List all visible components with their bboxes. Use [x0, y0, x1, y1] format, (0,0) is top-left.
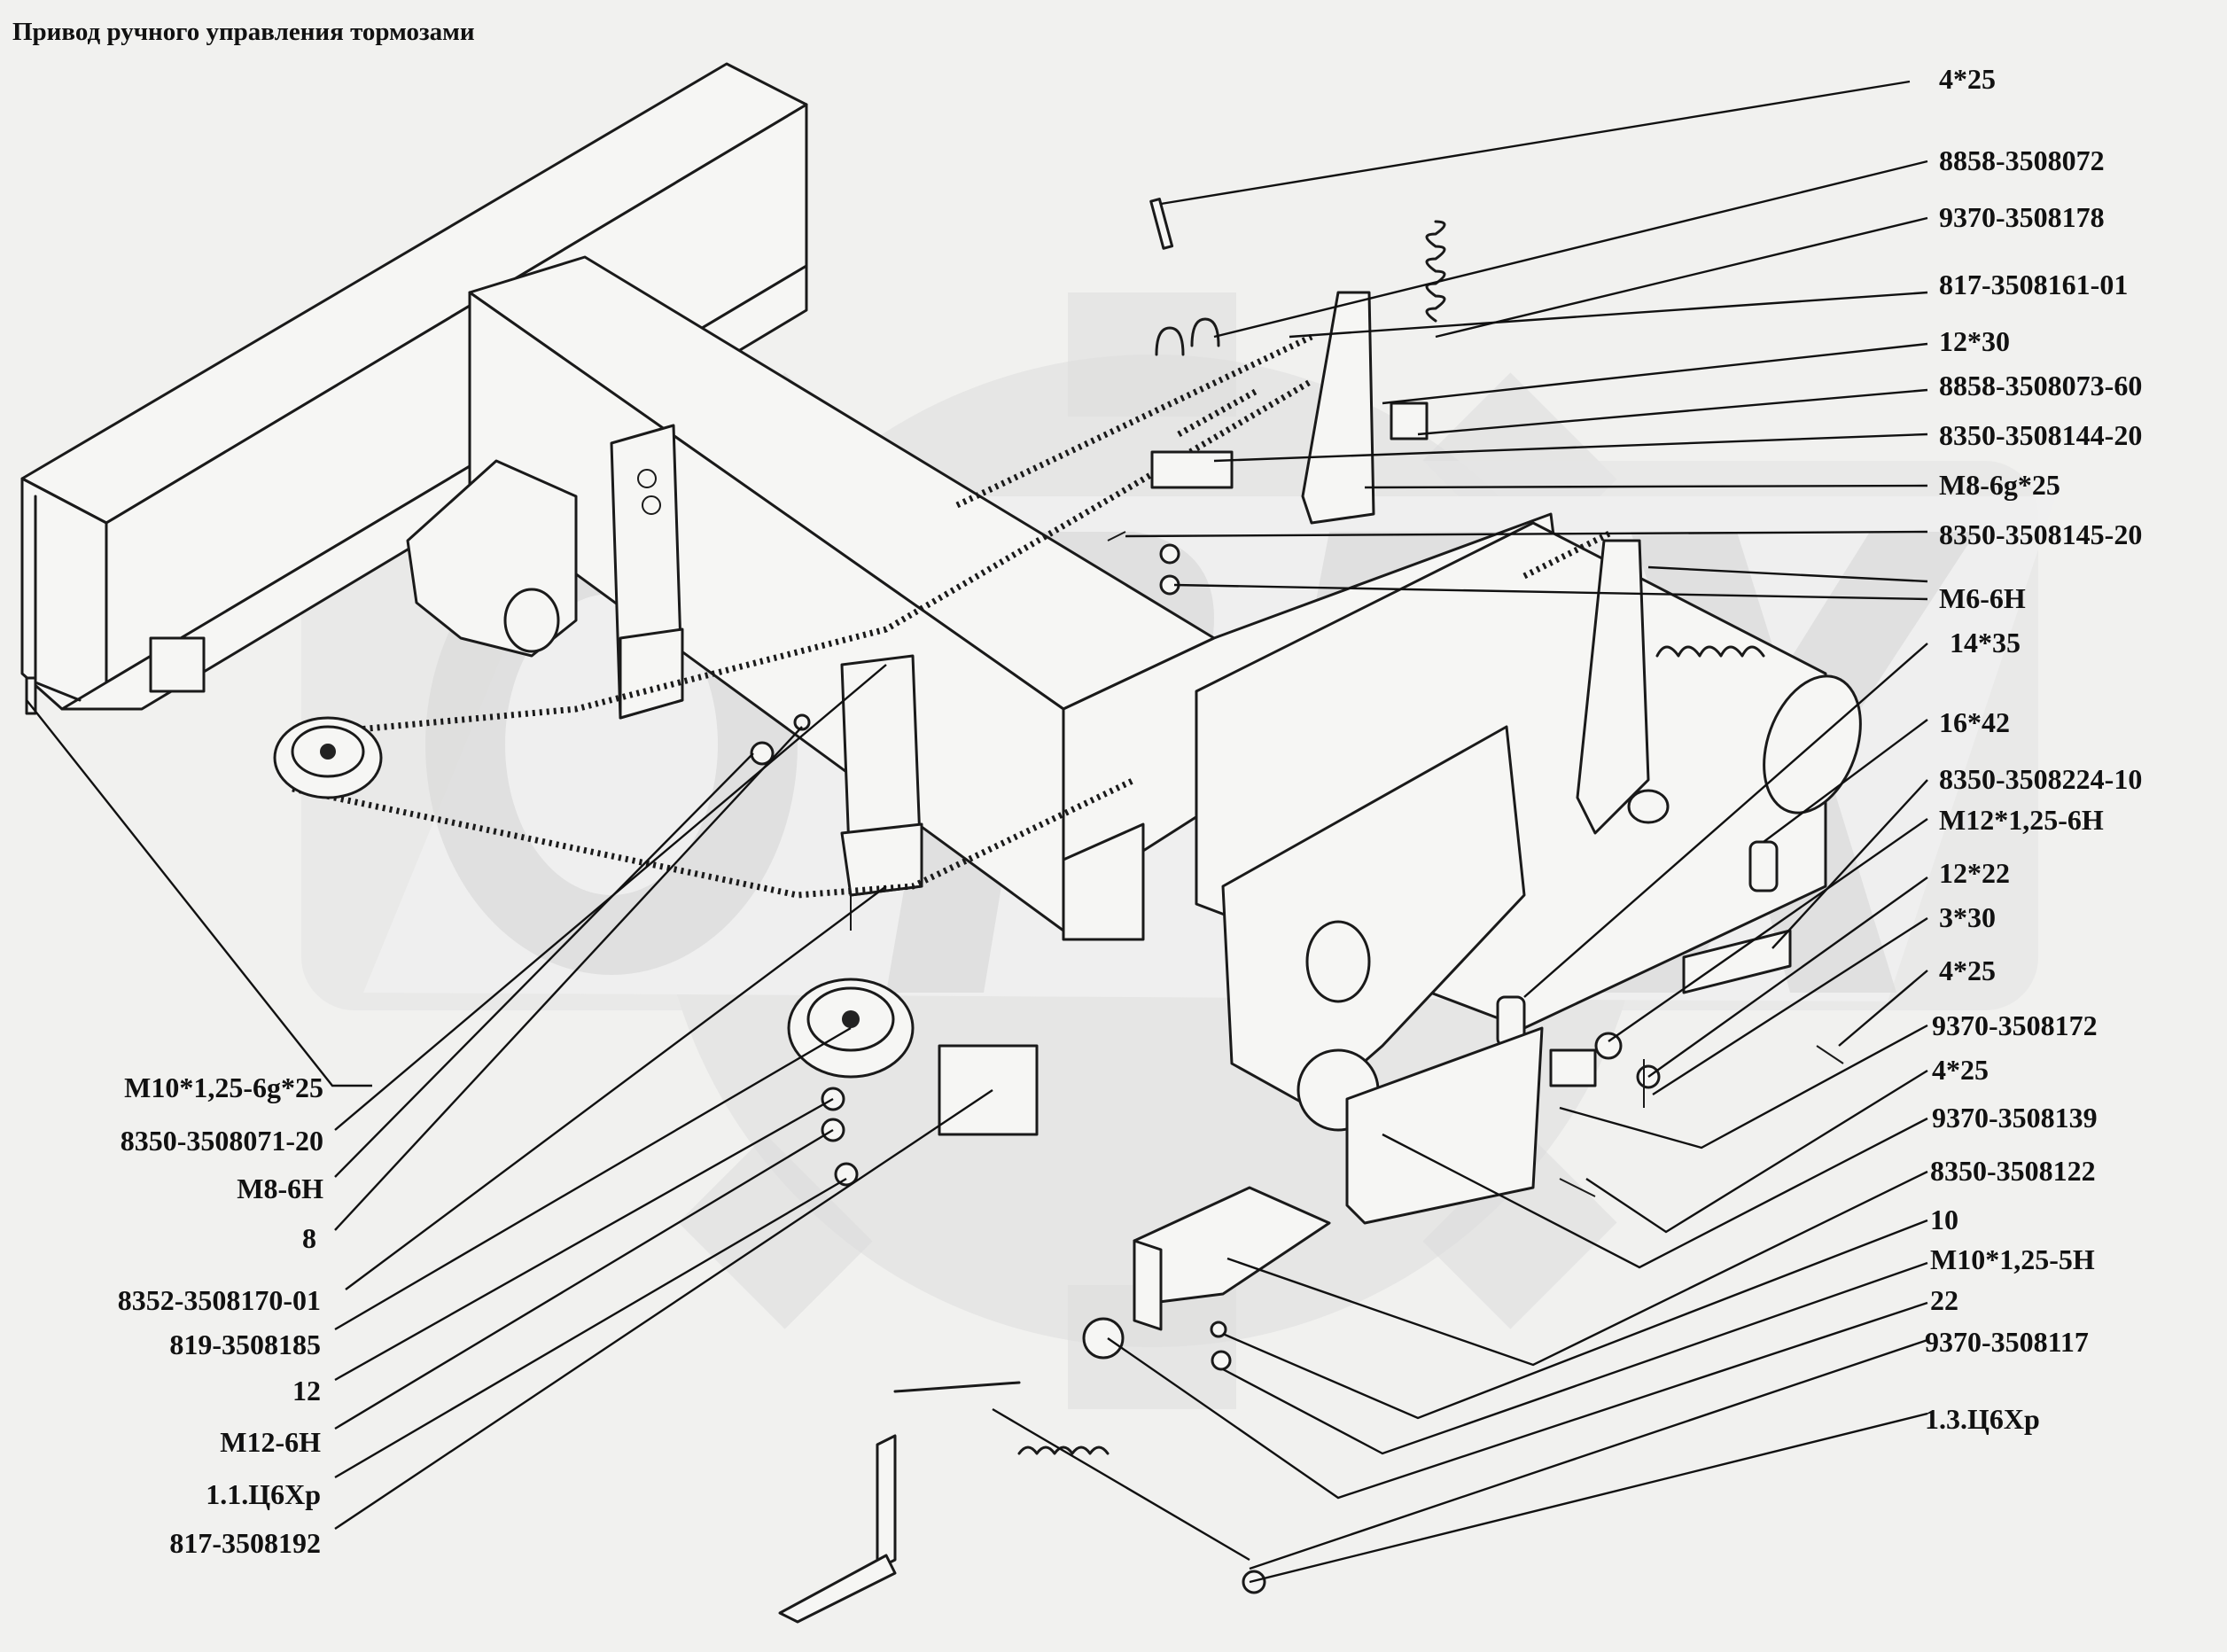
- hand-crank: [778, 1381, 1021, 1624]
- callout-label: 817-3508161-01: [1939, 269, 2128, 300]
- pulley-left: [273, 716, 383, 799]
- callout-label: M12*1,25-6H: [1939, 804, 2104, 836]
- callout-label: 8350-3508122: [1930, 1155, 2096, 1187]
- callout-label: 8350-3508145-20: [1939, 518, 2142, 550]
- callout-label: 9370-3508178: [1939, 201, 2105, 233]
- callout-label: 8350-3508224-10: [1939, 763, 2142, 795]
- callout-label: 4*25: [1939, 63, 1996, 95]
- callout-label: 22: [1930, 1284, 1958, 1316]
- callout-label: 8858-3508072: [1939, 144, 2105, 176]
- callout-label: 3*30: [1939, 901, 1996, 933]
- lever-arm-right: [1576, 539, 1670, 835]
- callout-label: M8-6H: [237, 1173, 323, 1204]
- callout-label: 10: [1930, 1204, 1958, 1235]
- spring-bracket-front: [149, 459, 578, 693]
- callout-label: M10*1,25-5H: [1930, 1243, 2095, 1275]
- callout-label: 8350-3508144-20: [1939, 419, 2142, 451]
- ratchet-housing: [1133, 1026, 1544, 1331]
- callout-label: 817-3508192: [169, 1527, 321, 1559]
- callout-label: 819-3508185: [169, 1329, 321, 1360]
- lever-arm-upper: [1301, 291, 1375, 525]
- callout-label: 8: [302, 1222, 316, 1254]
- page-title: Привод ручного управления тормозами: [12, 18, 475, 46]
- cable-bracket-upper: [610, 424, 684, 720]
- callout-label: 14*35: [1950, 627, 2021, 658]
- callout-label: 1.1.Ц6Хр: [206, 1478, 321, 1510]
- brake-cable: [292, 333, 1615, 899]
- callout-label: 16*42: [1939, 706, 2010, 738]
- callout-label: 12*30: [1939, 325, 2010, 357]
- callout-label: 8352-3508170-01: [118, 1284, 321, 1316]
- callout-label: 4*25: [1939, 955, 1996, 986]
- callout-label: M8-6g*25: [1939, 469, 2060, 501]
- callout-label: 1.3.Ц6Хр: [1925, 1403, 2040, 1435]
- frame-side-member: [20, 62, 808, 711]
- callout-label: 12*22: [1939, 857, 2010, 889]
- callout-label: M6-6H: [1939, 582, 2026, 614]
- callout-label: 8858-3508073-60: [1939, 370, 2142, 401]
- return-spring: [1425, 220, 1765, 658]
- callout-label: 12: [292, 1375, 321, 1407]
- callout-label: 9370-3508172: [1932, 1009, 2098, 1041]
- callout-label: M10*1,25-6g*25: [124, 1071, 323, 1103]
- callout-label: 9370-3508117: [1925, 1326, 2089, 1358]
- callout-label: 4*25: [1932, 1054, 1989, 1086]
- callout-label: 9370-3508139: [1932, 1102, 2098, 1134]
- ratchet-spring: [1017, 1446, 1110, 1455]
- callouts-right: 4*25 8858-3508072 9370-3508178 817-3508161-…: [1925, 63, 2142, 1435]
- callout-label: M12-6H: [220, 1426, 321, 1458]
- callout-label: 8350-3508071-20: [121, 1125, 323, 1157]
- callout-leader-lines: [26, 80, 1928, 1584]
- small-fasteners: [25, 198, 1844, 1594]
